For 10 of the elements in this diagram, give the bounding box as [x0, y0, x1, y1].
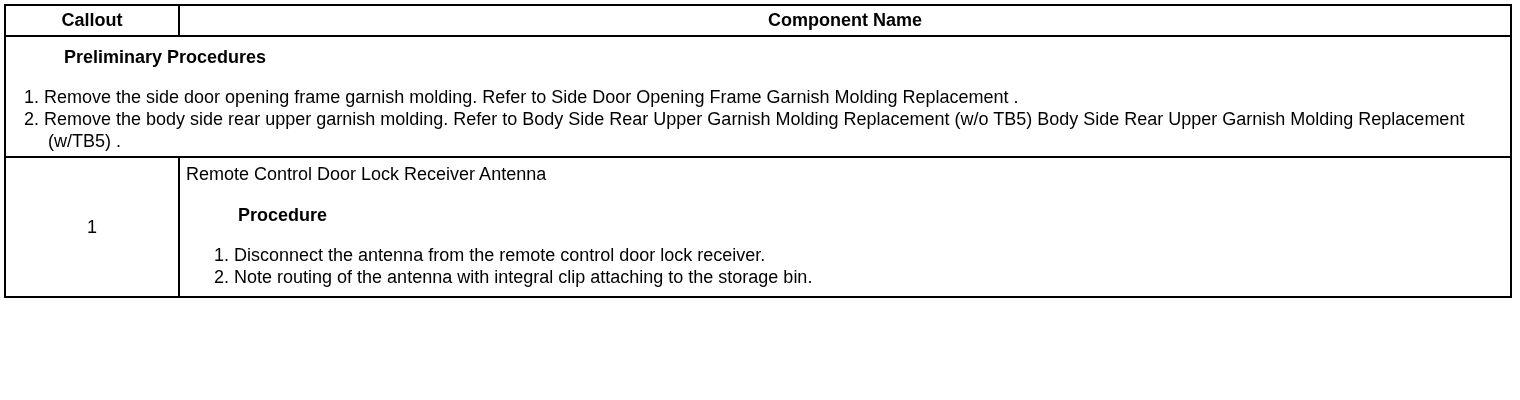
- column-header: Callout: [60, 9, 124, 32]
- instruction-step: 1. Remove the side door opening frame garnish molding. Refer to Side Door Opening Frame Garnish Molding Replacement .: [6, 86, 1510, 108]
- section-heading: Preliminary Procedures: [64, 47, 268, 68]
- callout-number: 1: [87, 216, 97, 237]
- section-heading: Procedure: [238, 205, 329, 226]
- instruction-step: 2. Note routing of the antenna with integral clip attaching to the storage bin.: [196, 266, 1510, 288]
- component-name: Remote Control Door Lock Receiver Antenna: [186, 164, 548, 185]
- instruction-step: 1. Disconnect the antenna from the remote control door lock receiver.: [196, 244, 1510, 266]
- instruction-step: 2. Remove the body side rear upper garnish molding. Refer to Body Side Rear Upper Garnish Molding Replacement (w/o TB5) Body Side Rear Upper Garnish Molding Replacement (w/TB5) .: [6, 108, 1510, 152]
- column-header: Component Name: [767, 9, 923, 32]
